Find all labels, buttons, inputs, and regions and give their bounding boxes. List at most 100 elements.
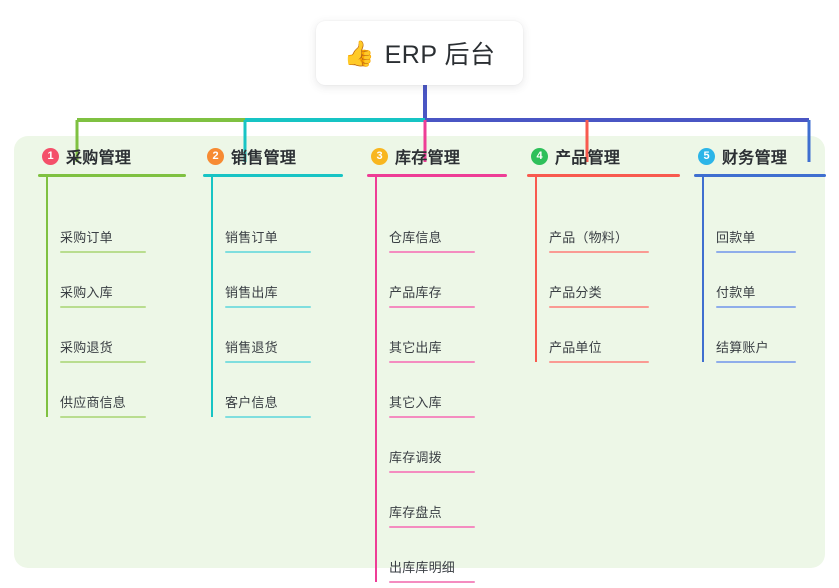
branch-item-rule	[60, 251, 146, 253]
branch-item[interactable]: 销售退货	[203, 308, 311, 363]
content-panel	[14, 136, 825, 568]
branch-number-badge: 2	[207, 147, 224, 165]
branch-item-rule	[225, 416, 311, 418]
branch-item-label: 仓库信息	[389, 230, 442, 245]
branch-item-rule	[389, 471, 475, 473]
branch-item-list: 销售订单销售出库销售退货客户信息	[203, 177, 343, 418]
branch-item[interactable]: 采购退货	[38, 308, 146, 363]
branch-item[interactable]: 仓库信息	[367, 198, 475, 253]
branch-header-2[interactable]: 2 销售管理	[203, 144, 343, 168]
branch-item[interactable]: 出库库明细	[367, 528, 475, 583]
branch-item-rule	[60, 361, 146, 363]
root-node[interactable]: 👍 ERP 后台	[316, 21, 523, 85]
branch-item[interactable]: 库存盘点	[367, 473, 475, 528]
branch-item-rule	[716, 361, 796, 363]
branch-item-label: 其它入库	[389, 395, 442, 410]
branch-item-label: 销售订单	[225, 230, 278, 245]
branch-item[interactable]: 销售订单	[203, 198, 311, 253]
branch-header-1[interactable]: 1 采购管理	[38, 144, 186, 168]
branch-header-rule	[38, 174, 186, 177]
branch-header-5[interactable]: 5 财务管理	[694, 144, 826, 168]
branch-spine	[702, 177, 704, 362]
branch-item-label: 回款单	[716, 230, 756, 245]
branch-spine	[211, 177, 213, 417]
branch-number-badge: 5	[698, 147, 715, 165]
branch-item-rule	[716, 306, 796, 308]
branch-item-list: 采购订单采购入库采购退货供应商信息	[38, 177, 186, 418]
branch-item[interactable]: 产品分类	[527, 253, 649, 308]
branch-column-2: 2 销售管理销售订单销售出库销售退货客户信息	[203, 144, 343, 418]
branch-item-label: 产品单位	[549, 340, 602, 355]
branch-title: 销售管理	[231, 150, 297, 167]
branch-number-badge: 4	[531, 147, 548, 165]
branch-item-label: 产品库存	[389, 285, 442, 300]
branch-header-rule	[694, 174, 826, 177]
branch-item-rule	[389, 416, 475, 418]
branch-item[interactable]: 采购入库	[38, 253, 146, 308]
branch-item-label: 采购退货	[60, 340, 113, 355]
branch-column-1: 1 采购管理采购订单采购入库采购退货供应商信息	[38, 144, 186, 418]
branch-item-label: 销售退货	[225, 340, 278, 355]
branch-item-label: 产品分类	[549, 285, 602, 300]
branch-column-5: 5 财务管理回款单付款单结算账户	[694, 144, 826, 363]
root-title: ERP 后台	[384, 41, 496, 69]
branch-item[interactable]: 产品（物料）	[527, 198, 649, 253]
branch-item-label: 采购订单	[60, 230, 113, 245]
branch-item-label: 库存盘点	[389, 505, 442, 520]
branch-item[interactable]: 结算账户	[694, 308, 796, 363]
branch-number-badge: 1	[42, 147, 59, 165]
branch-spine	[46, 177, 48, 417]
branch-item[interactable]: 销售出库	[203, 253, 311, 308]
branch-item[interactable]: 回款单	[694, 198, 796, 253]
branch-title: 财务管理	[722, 150, 788, 167]
branch-item-label: 库存调拨	[389, 450, 442, 465]
branch-item-label: 付款单	[716, 285, 756, 300]
branch-item-label: 结算账户	[716, 340, 769, 355]
branch-item-rule	[225, 306, 311, 308]
branch-item-rule	[549, 306, 649, 308]
branch-item-label: 产品（物料）	[549, 230, 629, 245]
branch-item[interactable]: 其它出库	[367, 308, 475, 363]
branch-item-rule	[60, 306, 146, 308]
branch-item-rule	[716, 251, 796, 253]
branch-item-label: 采购入库	[60, 285, 113, 300]
branch-item-label: 供应商信息	[60, 395, 127, 410]
branch-item[interactable]: 其它入库	[367, 363, 475, 418]
branch-item-rule	[389, 306, 475, 308]
branch-item[interactable]: 客户信息	[203, 363, 311, 418]
branch-item-label: 客户信息	[225, 395, 278, 410]
branch-item[interactable]: 产品库存	[367, 253, 475, 308]
branch-header-4[interactable]: 4 产品管理	[527, 144, 680, 168]
branch-item-list: 产品（物料） 产品分类产品单位	[527, 177, 680, 363]
branch-spine	[535, 177, 537, 362]
branch-column-4: 4 产品管理产品（物料） 产品分类产品单位	[527, 144, 680, 363]
branch-item-label: 其它出库	[389, 340, 442, 355]
branch-item-rule	[389, 581, 475, 583]
branch-spine	[375, 177, 377, 582]
branch-title: 产品管理	[555, 150, 621, 167]
branch-item-list: 仓库信息产品库存其它出库其它入库库存调拨库存盘点出库库明细	[367, 177, 507, 583]
branch-header-rule	[203, 174, 343, 177]
branch-item[interactable]: 供应商信息	[38, 363, 146, 418]
branch-item-rule	[389, 361, 475, 363]
branch-header-rule	[367, 174, 507, 177]
branch-item[interactable]: 库存调拨	[367, 418, 475, 473]
branch-item-rule	[389, 251, 475, 253]
branch-item-list: 回款单付款单结算账户	[694, 177, 826, 363]
branch-number-badge: 3	[371, 147, 388, 165]
branch-item-rule	[60, 416, 146, 418]
branch-item-rule	[389, 526, 475, 528]
branch-header-rule	[527, 174, 680, 177]
branch-item-rule	[549, 361, 649, 363]
branch-item[interactable]: 产品单位	[527, 308, 649, 363]
branch-title: 采购管理	[66, 150, 132, 167]
branch-item-rule	[549, 251, 649, 253]
branch-item-rule	[225, 251, 311, 253]
branch-item[interactable]: 采购订单	[38, 198, 146, 253]
branch-item[interactable]: 付款单	[694, 253, 796, 308]
branch-item-label: 销售出库	[225, 285, 278, 300]
thumbs-up-icon: 👍	[343, 39, 375, 68]
